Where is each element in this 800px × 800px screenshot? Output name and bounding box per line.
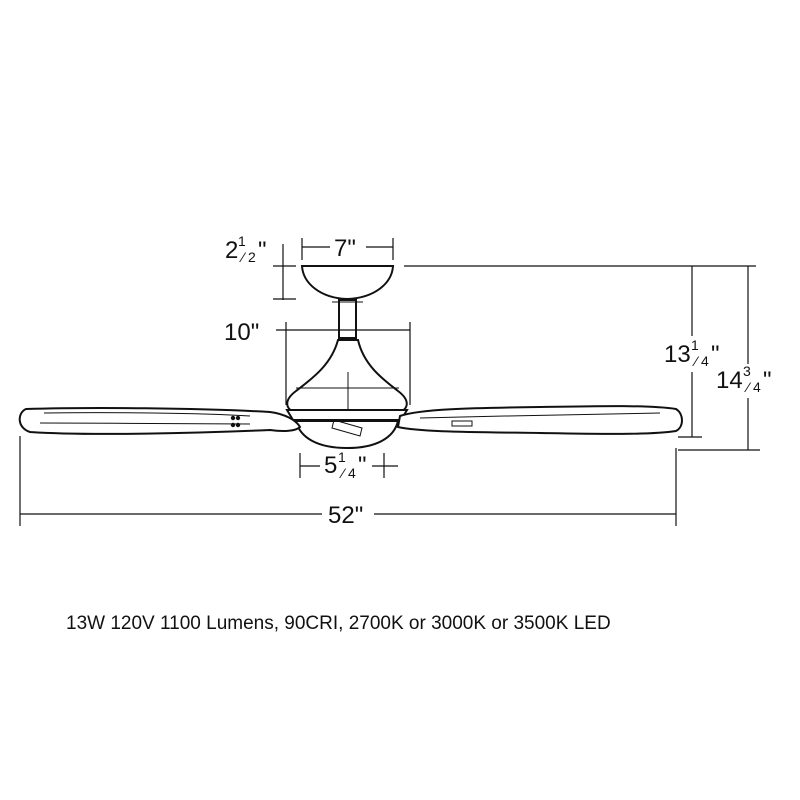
svg-text:": " [258,237,267,264]
canopy-width-label: 7" [334,235,356,262]
svg-text:": " [358,452,367,479]
span-label: 52" [328,502,363,529]
svg-text:": " [711,341,720,368]
light-kit [294,420,400,450]
left-blade [18,407,302,435]
right-blade [396,405,683,435]
svg-text:⁄: ⁄ [744,379,752,395]
canopy [300,265,395,301]
canopy-height-whole: 2 [225,237,238,264]
svg-text:⁄: ⁄ [239,249,247,265]
downrod [338,299,357,339]
dim-light-width: 5 1 ⁄ 4 " [299,449,398,481]
light-width-num: 1 [338,449,346,465]
dim-overall-height: 13 1 ⁄ 4 " [404,265,756,438]
canopy-height-den: 2 [248,249,256,265]
motor-housing [286,339,408,414]
spec-text: 13W 120V 1100 Lumens, 90CRI, 2700K or 30… [66,613,611,634]
extended-height-num: 3 [743,363,751,379]
light-width-den: 4 [348,465,356,481]
svg-text:⁄: ⁄ [339,465,347,481]
dim-canopy-width: 7" [301,235,394,262]
svg-text:⁄: ⁄ [692,353,700,369]
extended-height-whole: 14 [716,367,743,394]
dim-canopy-height: 2 1 ⁄ 2 " [225,233,296,300]
overall-height-num: 1 [691,337,699,353]
fan-illustration [18,265,683,450]
light-width-whole: 5 [324,452,337,479]
overall-height-whole: 13 [664,341,691,368]
body-width-label: 10" [224,319,259,346]
dim-span: 52" [19,436,677,529]
svg-text:": " [763,367,772,394]
extended-height-den: 4 [753,379,761,395]
canopy-height-num: 1 [238,233,246,249]
dim-body-width: 10" [224,319,411,405]
dim-extended-height: 14 3 ⁄ 4 " [678,266,772,451]
overall-height-den: 4 [701,353,709,369]
